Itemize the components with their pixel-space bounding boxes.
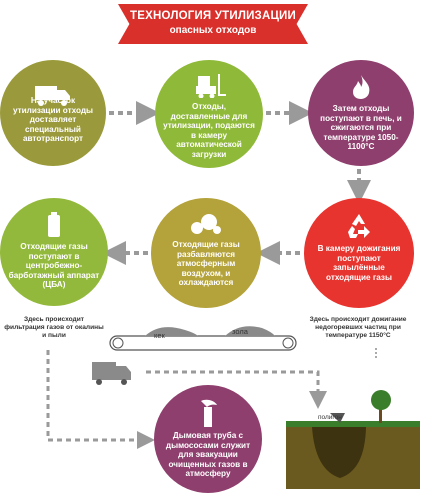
conveyor-label-ash: зола [232, 327, 248, 336]
step-afterburn: В камеру дожигания поступают запылённые … [304, 198, 414, 308]
step-cba-text: Отходящие газы поступают в центробежно-б… [8, 242, 100, 290]
dust-icon [191, 214, 221, 234]
title-line2: опасных отходов [169, 25, 257, 36]
truck-illustration [92, 362, 131, 385]
landfill-label: полигон [318, 414, 342, 421]
fire-icon [353, 75, 370, 99]
step-cooling: Отходящие газы разбавляются атмосферным … [151, 198, 261, 308]
step-loading: Отходы, доставленные для утилизации, под… [155, 60, 263, 168]
conveyor-belt [109, 326, 297, 351]
step-afterburn-text: В камеру дожигания поступают запылённые … [317, 244, 401, 282]
conveyor-label-cake: кек [154, 331, 165, 340]
step-chimney-text: Дымовая труба с дымососами служит для эв… [165, 431, 251, 479]
truck-icon [35, 86, 70, 106]
cylinder-icon [48, 212, 60, 237]
step-delivery: На участок утилизации отходы доставляет … [0, 60, 106, 166]
step-cooling-text: Отходящие газы разбавляются атмосферным … [172, 240, 240, 288]
step-cba: Отходящие газы поступают в центробежно-б… [0, 198, 108, 306]
step-loading-text: Отходы, доставленные для утилизации, под… [163, 102, 255, 159]
step-chimney: Дымовая труба с дымососами служит для эв… [154, 385, 262, 493]
step-burning-text: Затем отходы поступают в печь, и сжигают… [320, 104, 402, 152]
arrow-6-7 [46, 350, 155, 449]
title-banner: ТЕХНОЛОГИЯ УТИЛИЗАЦИИ опасных отходов [118, 4, 308, 44]
landfill-illustration [286, 390, 420, 489]
arrow-truck-landfill [146, 370, 327, 409]
forklift-icon [196, 74, 226, 98]
chimney-icon [201, 399, 217, 427]
title-line1: ТЕХНОЛОГИЯ УТИЛИЗАЦИИ [129, 10, 296, 22]
recycle-icon [348, 214, 370, 238]
note-cba: Здесь происходит фильтрация газов от ока… [4, 316, 104, 339]
step-delivery-text: На участок утилизации отходы доставляет … [12, 96, 94, 144]
note-afterburn: Здесь происходит дожигание недогоревших … [309, 316, 407, 339]
step-burning: Затем отходы поступают в печь, и сжигают… [308, 60, 414, 166]
